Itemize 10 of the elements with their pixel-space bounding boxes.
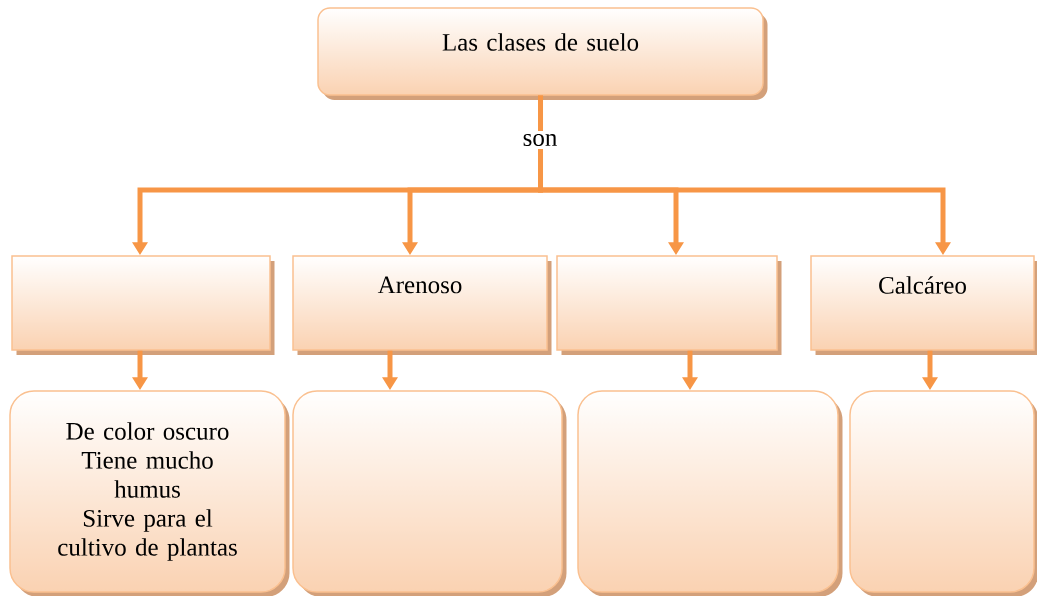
edge-label: son — [519, 130, 561, 149]
rounded-box: Las clases de suelo — [317, 7, 768, 100]
empty-box — [556, 255, 782, 355]
rounded-box — [849, 390, 1037, 596]
label-box: Arenoso — [292, 255, 552, 355]
empty-box — [11, 255, 275, 355]
rounded-box — [292, 390, 567, 596]
rounded-box: De color oscuro Tiene mucho humus Sirve para el cultivo de plantas — [9, 390, 290, 596]
rounded-box — [577, 390, 843, 596]
label-box: Calcáreo — [810, 255, 1037, 355]
